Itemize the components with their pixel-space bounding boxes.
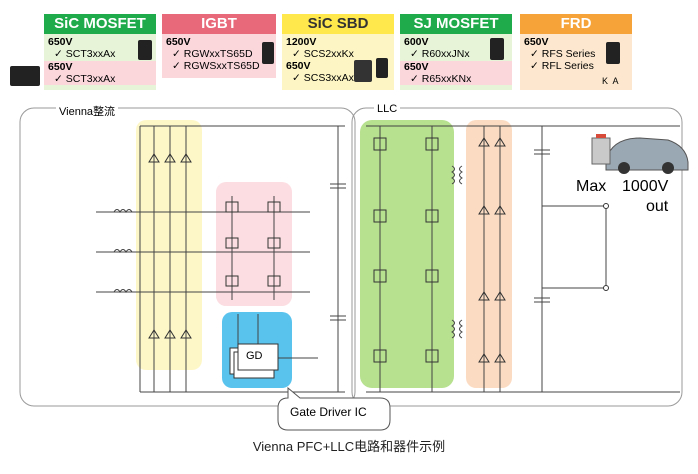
check-icon: ✓ — [292, 72, 301, 84]
check-icon: ✓ — [530, 48, 539, 60]
check-icon: ✓ — [292, 48, 301, 60]
ic-package-icon — [10, 66, 40, 86]
voltage: 650V — [48, 36, 73, 48]
part-number: SCT3xxAx — [65, 48, 116, 60]
check-icon: ✓ — [54, 73, 63, 85]
llc-section-label: LLC — [374, 103, 401, 115]
part-number: RFS Series — [541, 48, 596, 60]
voltage: 650V — [166, 36, 191, 48]
to220-package-icon — [354, 60, 372, 82]
figure-caption: Vienna PFC+LLC电路和器件示例 — [252, 439, 446, 454]
part-number: R60xxJNx — [421, 48, 470, 60]
card-sic-mosfet: SiC MOSFET 650V ✓ SCT3xxAx 650V ✓ SCT3xx… — [44, 14, 156, 92]
output-max-label: Max — [576, 178, 607, 195]
voltage: 1200V — [286, 36, 317, 48]
card-title: SiC MOSFET — [44, 14, 156, 34]
check-icon: ✓ — [172, 48, 181, 60]
voltage: 650V — [286, 60, 311, 72]
to247-package-icon — [606, 42, 620, 64]
card-title: FRD — [520, 14, 632, 34]
part-number: SCT3xxAx — [65, 73, 116, 85]
check-icon: ✓ — [410, 73, 419, 85]
to247-package-icon — [376, 58, 388, 78]
check-icon: ✓ — [54, 48, 63, 60]
gd-label: GD — [246, 350, 263, 362]
part-number: RFL Series — [541, 60, 594, 72]
part-number: RGWSxxTS65D — [183, 60, 260, 72]
to247-package-icon — [490, 38, 504, 60]
card-title: SiC SBD — [282, 14, 394, 34]
to247-package-icon — [138, 40, 152, 60]
part-number: R65xxKNx — [421, 73, 472, 85]
check-icon: ✓ — [172, 60, 181, 72]
gate-driver-stack — [229, 343, 279, 379]
gate-driver-callout — [277, 386, 391, 431]
part-number: SCS3xxAx — [303, 72, 354, 84]
card-title: IGBT — [162, 14, 276, 34]
gate-driver-label: Gate Driver IC — [290, 405, 367, 419]
card-igbt: IGBT 650V ✓ RGWxxTS65D ✓ RGWSxxTS65D — [162, 14, 276, 92]
voltage: 600V — [404, 36, 429, 48]
voltage: 650V — [524, 36, 549, 48]
output-out-label: out — [646, 198, 669, 215]
battery-icon — [591, 134, 611, 165]
car-icon — [605, 137, 689, 174]
voltage: 650V — [404, 61, 429, 73]
output-voltage-label: 1000V — [622, 178, 669, 195]
vienna-section-label: Vienna整流 — [56, 103, 119, 119]
check-icon: ✓ — [530, 60, 539, 72]
check-icon: ✓ — [410, 48, 419, 60]
card-title: SJ MOSFET — [400, 14, 512, 34]
voltage: 650V — [48, 61, 73, 73]
card-sic-sbd: SiC SBD 1200V ✓ SCS2xxKx 650V ✓ SCS3xxAx — [282, 14, 394, 92]
frd-pin-label: K A — [602, 76, 619, 86]
part-number: RGWxxTS65D — [183, 48, 253, 60]
to247-package-icon — [262, 42, 274, 64]
part-number: SCS2xxKx — [303, 48, 354, 60]
